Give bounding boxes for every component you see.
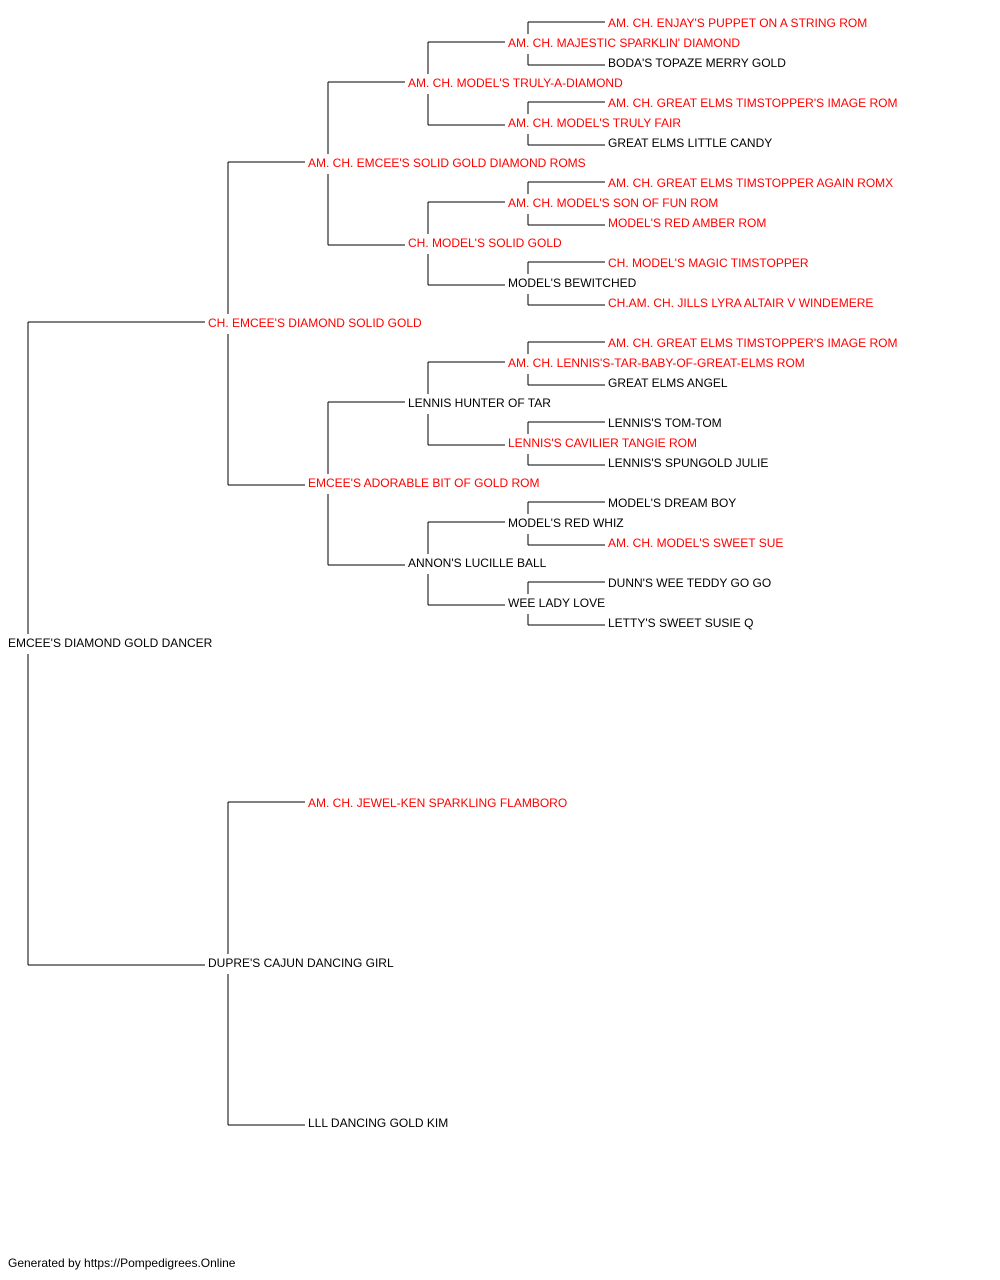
ancestor-name-gen5: LENNIS'S SPUNGOLD JULIE (608, 456, 768, 470)
ancestor-name-gen1: CH. EMCEE'S DIAMOND SOLID GOLD (208, 316, 422, 330)
footer-credit: Generated by https://Pompedigrees.Online (8, 1256, 236, 1270)
ancestor-name-gen4: AM. CH. LENNIS'S-TAR-BABY-OF-GREAT-ELMS … (508, 356, 805, 370)
ancestor-name-gen3: AM. CH. MODEL'S TRULY-A-DIAMOND (408, 76, 623, 90)
ancestor-name-gen4: MODEL'S BEWITCHED (508, 276, 637, 290)
ancestor-name-gen5: CH. MODEL'S MAGIC TIMSTOPPER (608, 256, 809, 270)
ancestor-name-gen5: GREAT ELMS ANGEL (608, 376, 728, 390)
ancestor-name-gen4: WEE LADY LOVE (508, 596, 605, 610)
ancestor-name-gen4: AM. CH. MODEL'S SON OF FUN ROM (508, 196, 718, 210)
ancestor-name-gen4: AM. CH. MODEL'S TRULY FAIR (508, 116, 681, 130)
ancestor-name-gen5: GREAT ELMS LITTLE CANDY (608, 136, 772, 150)
ancestor-name-gen2: LLL DANCING GOLD KIM (308, 1116, 448, 1130)
ancestor-name-gen5: MODEL'S RED AMBER ROM (608, 216, 766, 230)
ancestor-name-gen3: CH. MODEL'S SOLID GOLD (408, 236, 562, 250)
ancestor-name-gen5: AM. CH. ENJAY'S PUPPET ON A STRING ROM (608, 16, 867, 30)
ancestor-name-gen5: DUNN'S WEE TEDDY GO GO (608, 576, 771, 590)
ancestor-name-gen2: AM. CH. JEWEL-KEN SPARKLING FLAMBORO (308, 796, 567, 810)
ancestor-name-gen5: LENNIS'S TOM-TOM (608, 416, 722, 430)
ancestor-name-gen3: ANNON'S LUCILLE BALL (408, 556, 547, 570)
ancestor-name-gen5: AM. CH. GREAT ELMS TIMSTOPPER AGAIN ROMX (608, 176, 893, 190)
subject-name: EMCEE'S DIAMOND GOLD DANCER (8, 636, 213, 650)
ancestor-name-gen5: MODEL'S DREAM BOY (608, 496, 736, 510)
ancestor-name-gen2: EMCEE'S ADORABLE BIT OF GOLD ROM (308, 476, 539, 490)
ancestor-name-gen3: LENNIS HUNTER OF TAR (408, 396, 551, 410)
ancestor-name-gen5: AM. CH. GREAT ELMS TIMSTOPPER'S IMAGE RO… (608, 96, 897, 110)
ancestor-name-gen5: LETTY'S SWEET SUSIE Q (608, 616, 753, 630)
ancestor-name-gen1: DUPRE'S CAJUN DANCING GIRL (208, 956, 394, 970)
ancestor-name-gen5: AM. CH. MODEL'S SWEET SUE (608, 536, 783, 550)
ancestor-name-gen2: AM. CH. EMCEE'S SOLID GOLD DIAMOND ROMS (308, 156, 586, 170)
ancestor-name-gen5: AM. CH. GREAT ELMS TIMSTOPPER'S IMAGE RO… (608, 336, 897, 350)
ancestor-name-gen5: CH.AM. CH. JILLS LYRA ALTAIR V WINDEMERE (608, 296, 873, 310)
ancestor-name-gen5: BODA'S TOPAZE MERRY GOLD (608, 56, 786, 70)
ancestor-name-gen4: AM. CH. MAJESTIC SPARKLIN' DIAMOND (508, 36, 740, 50)
ancestor-name-gen4: MODEL'S RED WHIZ (508, 516, 624, 530)
ancestor-name-gen4: LENNIS'S CAVILIER TANGIE ROM (508, 436, 697, 450)
